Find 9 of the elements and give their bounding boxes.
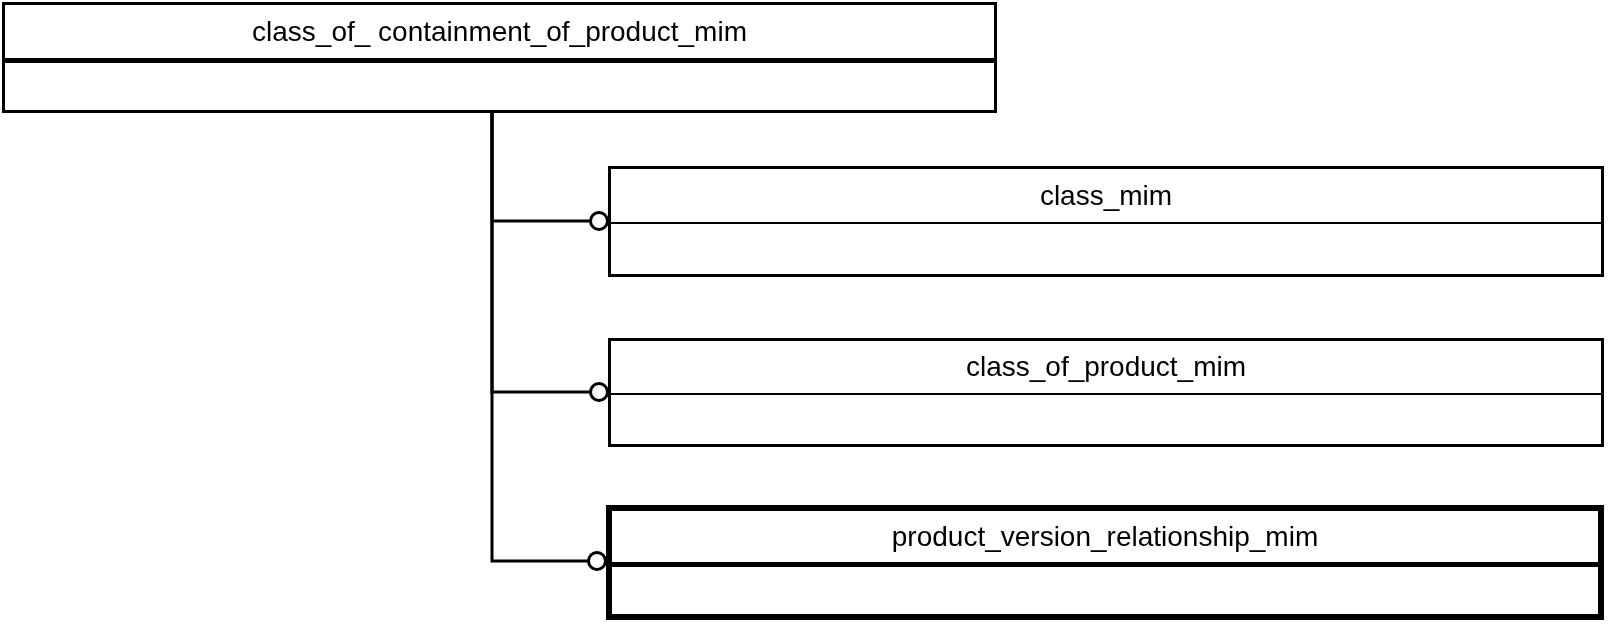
class-name: class_of_product_mim xyxy=(965,351,1247,383)
connector-line xyxy=(490,113,607,571)
class-name: class_mim xyxy=(1039,179,1173,212)
class-box xyxy=(608,338,1604,447)
class-box xyxy=(2,2,997,113)
class-box xyxy=(606,505,1604,620)
class-name: class_of_ containment_of_product_mim xyxy=(252,15,747,48)
class-box xyxy=(608,166,1604,277)
class-name: product_version_relationship_mim xyxy=(891,520,1319,553)
